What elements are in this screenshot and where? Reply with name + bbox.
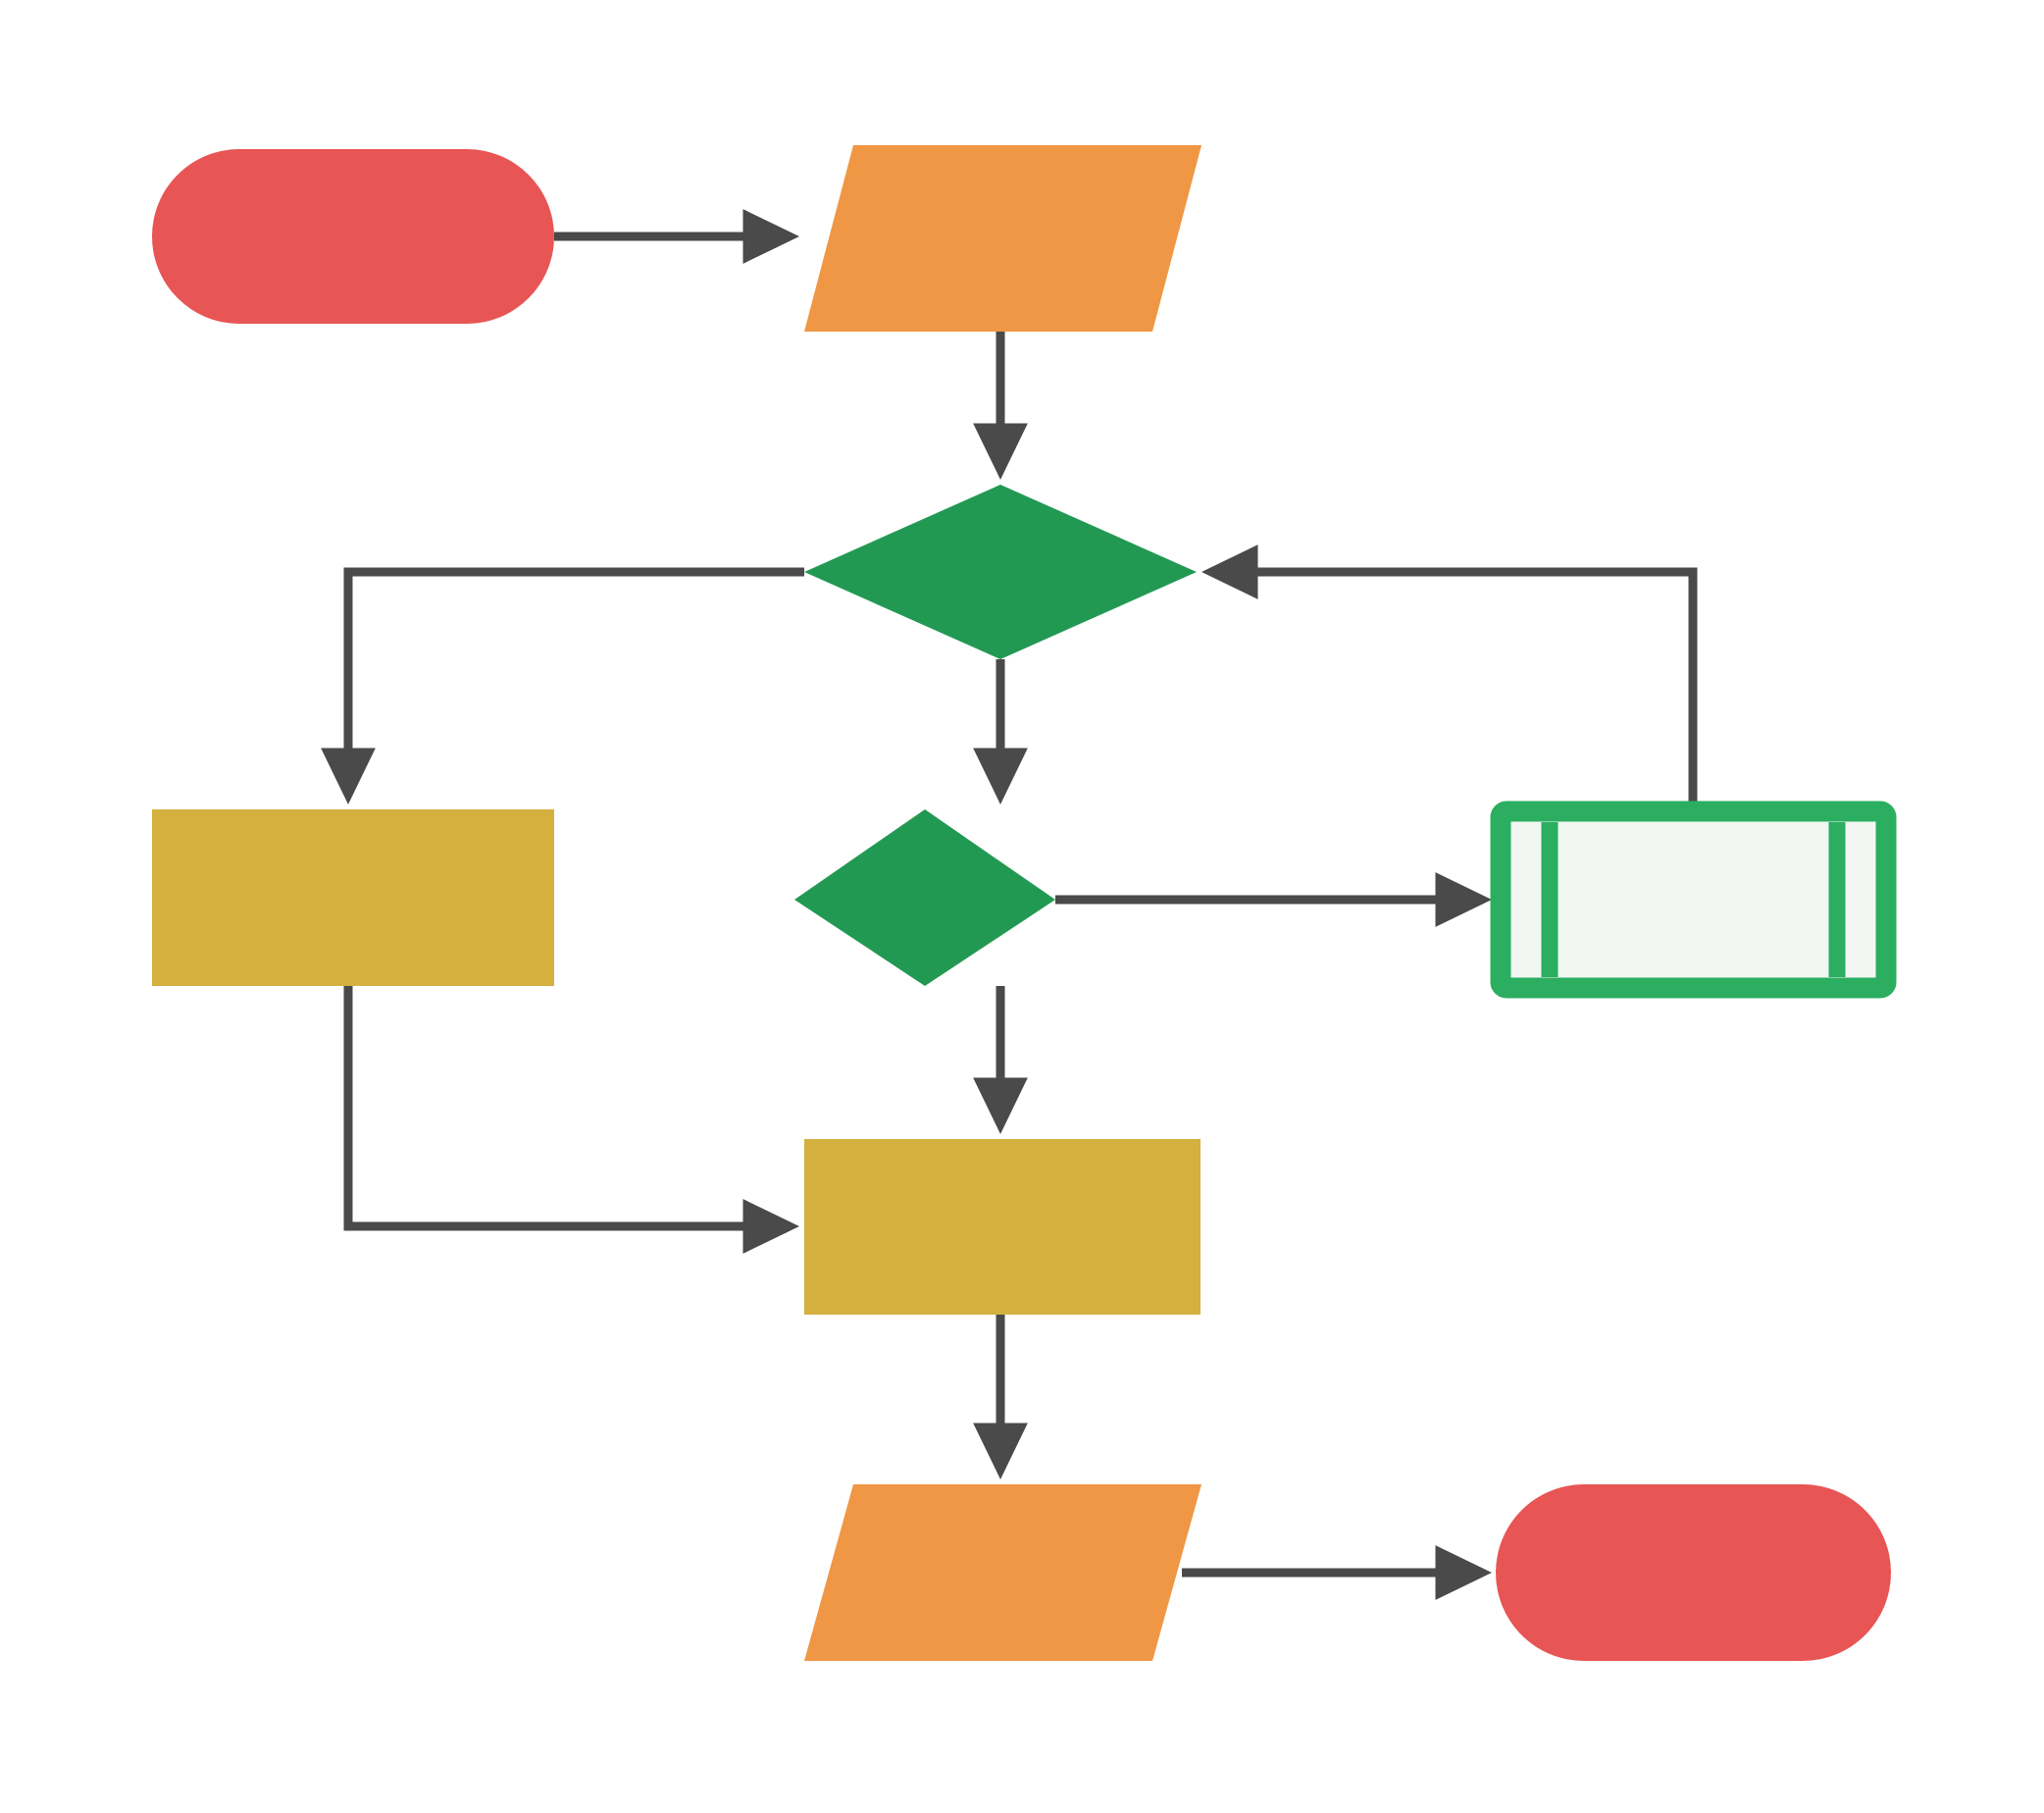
node-layer	[152, 145, 1897, 1661]
predefined-process-shape[interactable]	[1490, 801, 1897, 999]
node-process-1[interactable]	[152, 809, 554, 986]
node-start[interactable]	[152, 149, 554, 324]
node-end[interactable]	[1496, 1484, 1891, 1661]
node-output[interactable]	[804, 1484, 1201, 1661]
node-predefined-process[interactable]	[1490, 801, 1897, 999]
edge-layer	[321, 209, 1698, 1600]
decision-2-shape[interactable]	[794, 809, 1055, 986]
node-decision-1[interactable]	[804, 485, 1197, 659]
node-decision-2[interactable]	[794, 809, 1055, 986]
edge-process-1-to-process-2	[343, 986, 799, 1254]
node-input[interactable]	[804, 145, 1201, 332]
edge-decision-1-to-process-1	[321, 567, 804, 804]
end-shape[interactable]	[1496, 1484, 1891, 1661]
output-shape[interactable]	[804, 1484, 1201, 1661]
start-shape[interactable]	[152, 149, 554, 324]
process-2-shape[interactable]	[804, 1139, 1201, 1315]
edge-predefined-process-to-decision-1	[1201, 544, 1698, 806]
node-process-2[interactable]	[804, 1139, 1201, 1315]
decision-1-shape[interactable]	[804, 485, 1197, 659]
process-1-shape[interactable]	[152, 809, 554, 986]
input-shape[interactable]	[804, 145, 1201, 332]
